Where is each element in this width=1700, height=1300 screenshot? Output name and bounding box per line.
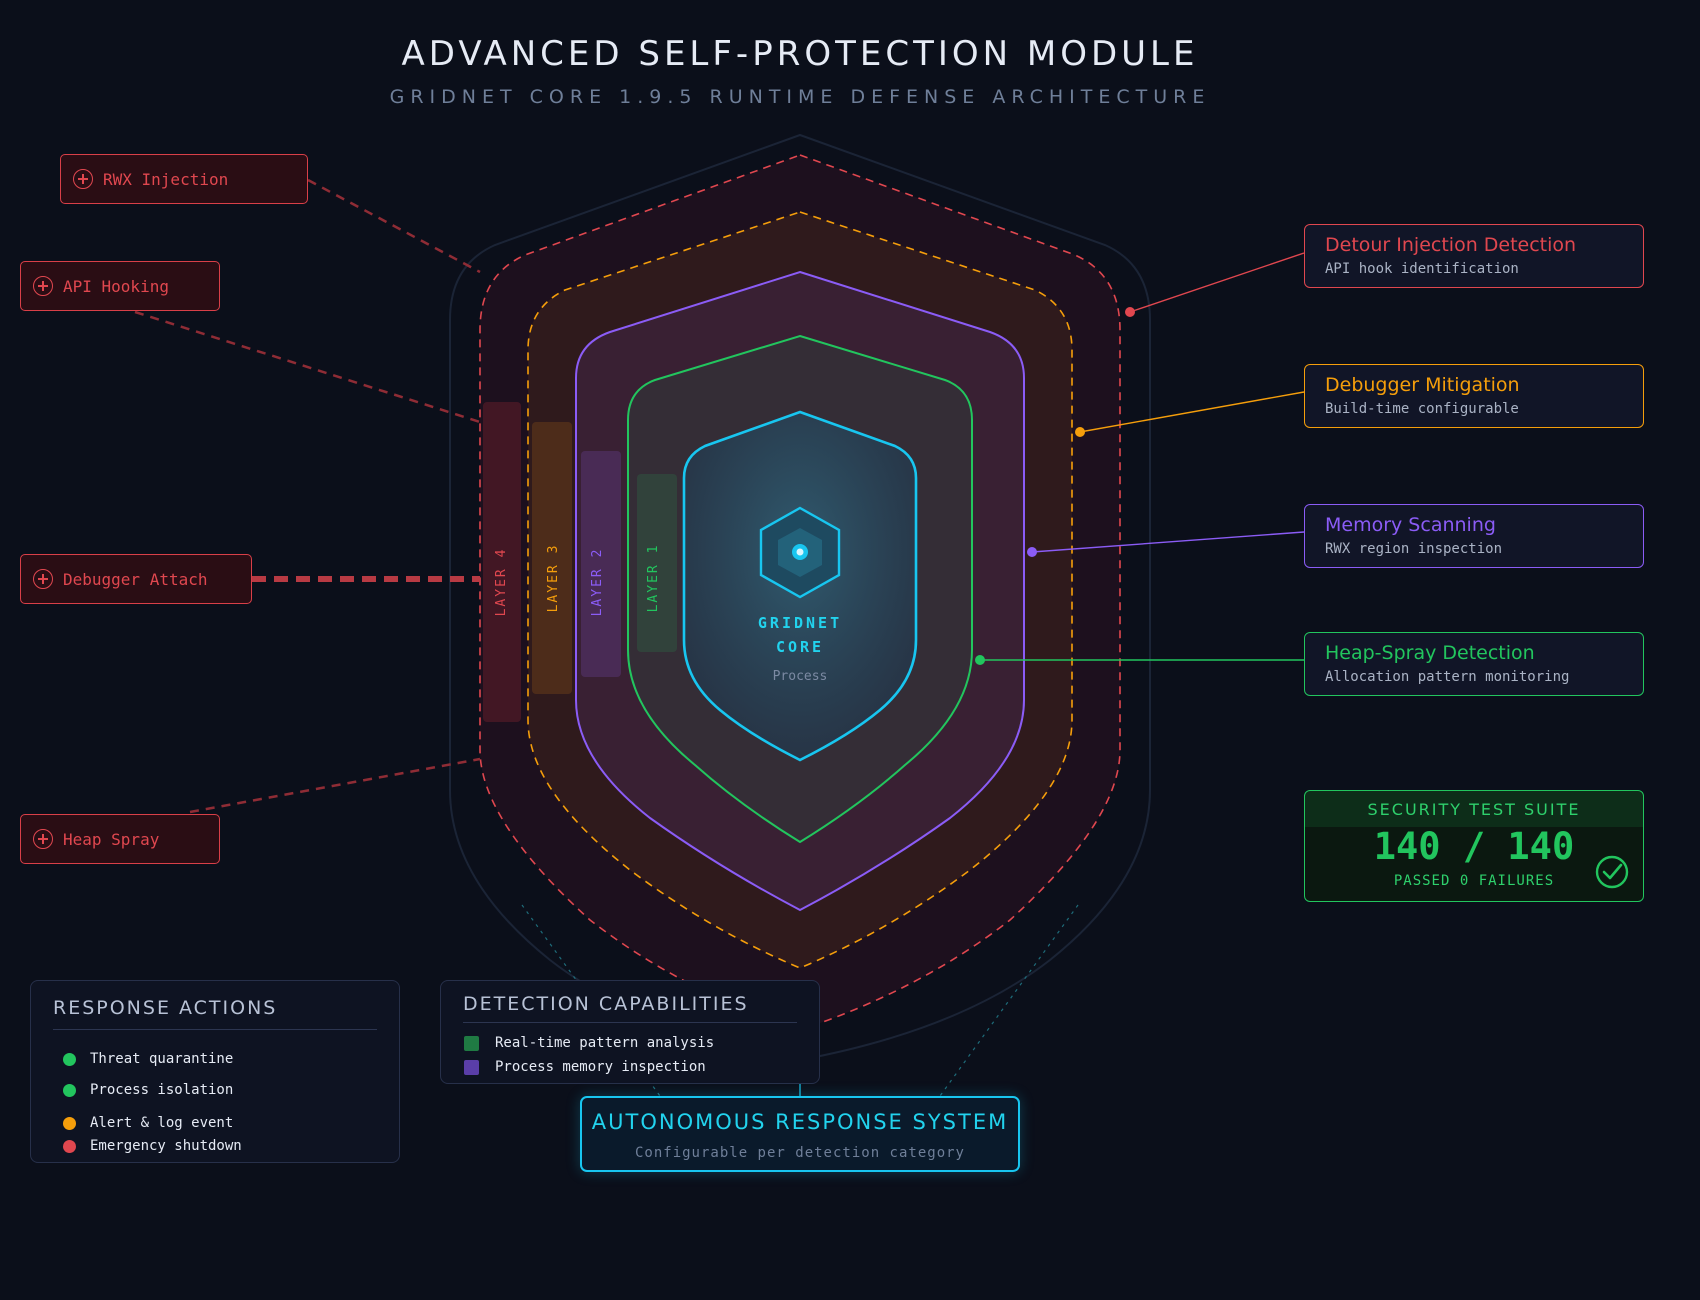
layer-1-tab <box>637 474 677 652</box>
detection-capabilities-title: DETECTION CAPABILITIES <box>463 993 749 1015</box>
detection-capability-label: Real-time pattern analysis <box>495 1035 715 1051</box>
suite-title: SECURITY TEST SUITE <box>1367 800 1581 819</box>
threat-label: API Hooking <box>63 276 169 296</box>
feature-connector-dot-detour <box>1125 307 1135 317</box>
response-action-label: Process isolation <box>90 1082 234 1098</box>
threat-label: Heap Spray <box>63 829 160 849</box>
capability-swatch <box>464 1059 479 1075</box>
response-action-item: Process isolation <box>63 1082 233 1098</box>
panel-divider <box>53 1029 377 1030</box>
detection-capability-label: Process memory inspection <box>495 1059 706 1075</box>
threat-connector-rwx <box>307 178 481 274</box>
feature-subtitle: API hook identification <box>1325 261 1519 277</box>
threat-label: RWX Injection <box>103 169 229 189</box>
plus-circle-icon <box>73 169 93 189</box>
layer-2-tab <box>581 451 621 677</box>
response-action-label: Emergency shutdown <box>90 1138 242 1154</box>
feature-title: Heap-Spray Detection <box>1325 642 1535 664</box>
detection-capabilities-panel: DETECTION CAPABILITIES Real-time pattern… <box>440 980 820 1084</box>
feature-title: Detour Injection Detection <box>1325 234 1577 256</box>
threat-heap-spray: Heap Spray <box>20 814 220 864</box>
feature-connector-dot-memory <box>1027 547 1037 557</box>
feature-connector-dot-debugger <box>1075 427 1085 437</box>
page-title: ADVANCED SELF-PROTECTION MODULE <box>401 34 1199 74</box>
check-circle-icon <box>1595 855 1629 889</box>
autonomous-title: AUTONOMOUS RESPONSE SYSTEM <box>591 1110 1009 1134</box>
feature-connector-debugger <box>1079 391 1305 433</box>
status-dot <box>63 1083 76 1097</box>
suite-header-bar <box>1305 791 1643 827</box>
threat-api-hooking: API Hooking <box>20 261 220 311</box>
panel-divider <box>463 1022 797 1023</box>
detection-capability-item: Process memory inspection <box>464 1059 706 1075</box>
layer-2-label: LAYER 2 <box>590 548 605 617</box>
response-action-item: Emergency shutdown <box>63 1138 242 1154</box>
threat-connector-heap <box>189 757 481 814</box>
layer-1-label: LAYER 1 <box>646 544 661 613</box>
response-actions-panel: RESPONSE ACTIONS Threat quarantine Proce… <box>30 980 400 1163</box>
core-name-line1: GRIDNET <box>758 614 842 632</box>
feature-subtitle: RWX region inspection <box>1325 541 1503 557</box>
threat-label: Debugger Attach <box>63 569 208 589</box>
autonomous-response-system-box: AUTONOMOUS RESPONSE SYSTEM Configurable … <box>580 1096 1020 1172</box>
response-action-item: Alert & log event <box>63 1115 233 1131</box>
response-action-item: Threat quarantine <box>63 1051 233 1067</box>
feature-connector-detour <box>1129 252 1305 313</box>
feature-debugger-mitigation: Debugger Mitigation Build-time configura… <box>1304 364 1644 428</box>
threat-connector-api <box>134 310 481 424</box>
detection-capability-item: Real-time pattern analysis <box>464 1035 714 1051</box>
feature-title: Debugger Mitigation <box>1325 374 1520 396</box>
core-dot-inner <box>796 548 804 556</box>
response-action-label: Threat quarantine <box>90 1051 234 1067</box>
core-sub-label: Process <box>773 669 828 684</box>
page-subtitle: GRIDNET CORE 1.9.5 RUNTIME DEFENSE ARCHI… <box>389 86 1211 108</box>
autonomous-subtitle: Configurable per detection category <box>634 1145 965 1161</box>
feature-title: Memory Scanning <box>1325 514 1496 536</box>
response-actions-title: RESPONSE ACTIONS <box>53 997 278 1019</box>
plus-circle-icon <box>33 569 53 589</box>
layer-3-tab <box>532 422 572 694</box>
status-dot <box>63 1116 76 1130</box>
feature-subtitle: Allocation pattern monitoring <box>1325 669 1570 685</box>
status-dot <box>63 1139 76 1153</box>
plus-circle-icon <box>33 276 53 296</box>
status-dot <box>63 1052 76 1066</box>
feature-memory-scanning: Memory Scanning RWX region inspection <box>1304 504 1644 568</box>
feature-connector-memory <box>1031 531 1305 553</box>
core-name-line2: CORE <box>776 638 824 656</box>
feature-connector-dot-heap <box>975 655 985 665</box>
threat-rwx-injection: RWX Injection <box>60 154 308 204</box>
response-action-label: Alert & log event <box>90 1115 234 1131</box>
security-test-suite-card: SECURITY TEST SUITE 140 / 140 PASSED 0 F… <box>1304 790 1644 902</box>
plus-circle-icon <box>33 829 53 849</box>
suite-passed: PASSED 0 FAILURES <box>1393 873 1555 889</box>
layer-4-label: LAYER 4 <box>494 548 509 617</box>
threat-debugger-attach: Debugger Attach <box>20 554 252 604</box>
suite-score: 140 / 140 <box>1373 825 1575 868</box>
feature-subtitle: Build-time configurable <box>1325 401 1519 417</box>
layer-3-label: LAYER 3 <box>546 544 561 613</box>
layer-4-tab <box>483 402 521 722</box>
feature-heap-spray-detection: Heap-Spray Detection Allocation pattern … <box>1304 632 1644 696</box>
feature-detour-injection: Detour Injection Detection API hook iden… <box>1304 224 1644 288</box>
capability-swatch <box>464 1035 479 1051</box>
